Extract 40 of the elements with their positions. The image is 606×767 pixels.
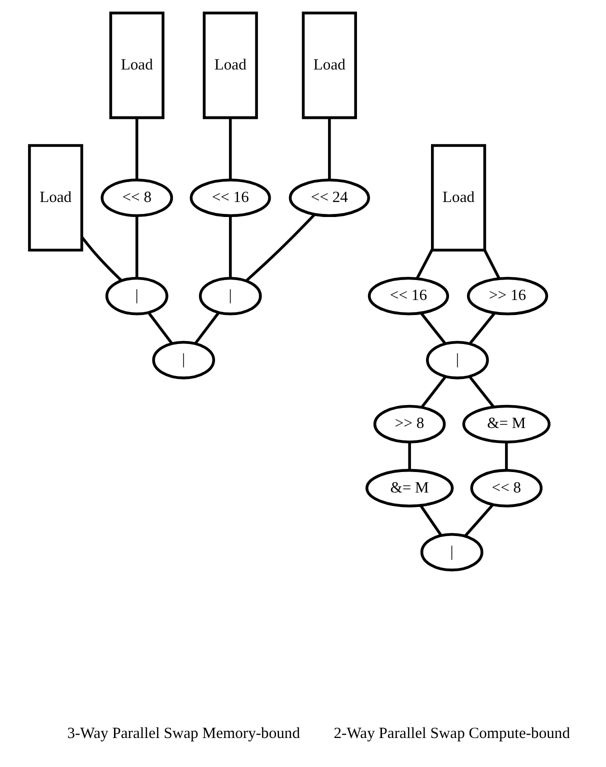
node-ellipse: |: [420, 532, 484, 572]
node-ellipse: &= M: [462, 404, 551, 444]
connector: [421, 376, 446, 408]
connector: [408, 442, 411, 470]
connector: [328, 118, 331, 180]
node-box: Load: [109, 12, 164, 120]
connector: [80, 236, 122, 282]
node-ellipse: << 24: [288, 178, 370, 218]
node-ellipse: << 8: [100, 178, 174, 218]
node-box: Load: [202, 12, 258, 120]
connector: [228, 118, 232, 180]
node-ellipse: |: [105, 276, 168, 316]
connector: [194, 312, 220, 344]
connector: [505, 442, 508, 470]
node-ellipse: << 16: [368, 276, 450, 316]
connector: [468, 376, 495, 408]
connector: [148, 312, 173, 344]
connector: [228, 216, 232, 278]
node-ellipse: &= M: [365, 468, 454, 508]
node-box: Load: [28, 144, 84, 252]
node-box: Load: [431, 144, 486, 252]
connector: [484, 250, 500, 279]
node-ellipse: |: [152, 340, 216, 380]
connector: [468, 312, 496, 344]
node-ellipse: << 8: [470, 468, 543, 508]
node-ellipse: |: [426, 340, 489, 380]
node-ellipse: << 16: [190, 178, 271, 218]
node-ellipse: |: [198, 276, 262, 316]
connector: [464, 504, 494, 537]
connector: [246, 214, 316, 282]
connector: [420, 312, 446, 344]
connector: [135, 216, 138, 278]
connector: [420, 505, 442, 536]
node-ellipse: >> 8: [373, 404, 446, 444]
label: 2-Way Parallel Swap Compute-bound: [334, 725, 570, 742]
connector: [135, 118, 138, 180]
connector: [416, 248, 434, 279]
label: 3-Way Parallel Swap Memory-bound: [67, 725, 300, 742]
node-ellipse: >> 16: [466, 276, 548, 316]
node-box: Load: [302, 12, 357, 120]
